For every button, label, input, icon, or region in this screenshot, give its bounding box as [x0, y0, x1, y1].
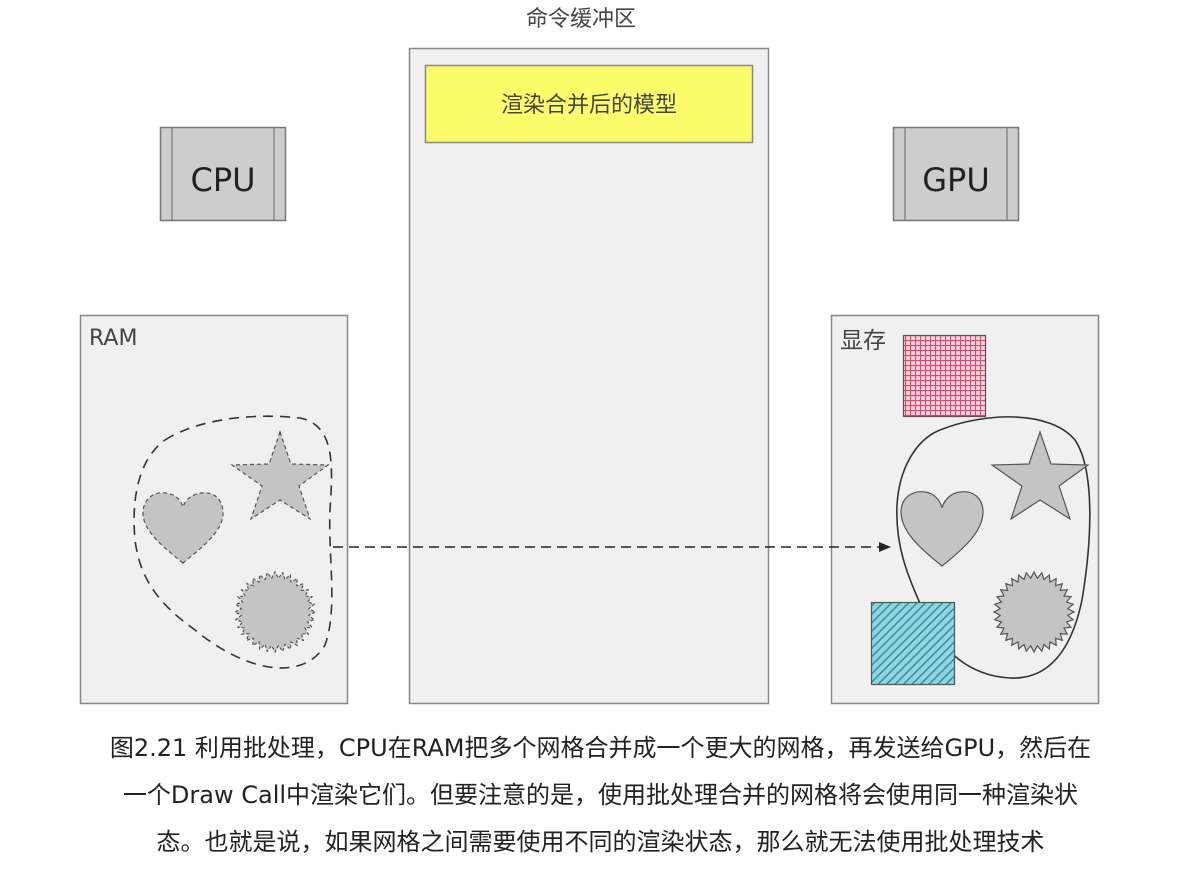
- gpu-label: GPU: [922, 161, 990, 199]
- ram-heart-icon: [142, 492, 224, 564]
- vram-heart-icon: [900, 491, 984, 567]
- batching-diagram: 命令缓冲区 渲染合并后的模型 CPU GPU RAM 显存: [79, 7, 1100, 705]
- ram-label: RAM: [89, 326, 137, 351]
- command-buffer-panel: [408, 47, 770, 705]
- teal-texture: [870, 601, 956, 686]
- cpu-label: CPU: [190, 161, 255, 199]
- batch-block-label: 渲染合并后的模型: [501, 93, 677, 118]
- caption-line-3: 态。也就是说，如果网格之间需要使用不同的渲染状态，那么就无法使用批处理技术: [156, 828, 1045, 856]
- vram-label: 显存: [840, 328, 886, 354]
- ram-star-icon: [230, 430, 330, 521]
- vram-star-icon: [990, 430, 1090, 521]
- vram-mesh-group-outline: [896, 416, 1091, 679]
- pink-texture: [902, 334, 987, 418]
- ram-mesh-group-outline: [133, 415, 333, 669]
- caption-line-2: 一个Draw Call中渲染它们。但要注意的是，使用批处理合并的网格将会使用同一…: [122, 781, 1079, 809]
- cpu-chip: CPU: [159, 126, 287, 222]
- vram-gear-icon: [992, 570, 1076, 654]
- batch-block: [424, 64, 754, 144]
- caption-line-1: 图2.21 利用批处理，CPU在RAM把多个网格合并成一个更大的网格，再发送给G…: [109, 734, 1092, 762]
- command-buffer-title: 命令缓冲区: [526, 7, 636, 32]
- gpu-chip: GPU: [892, 126, 1020, 222]
- figure-caption: 图2.21 利用批处理，CPU在RAM把多个网格合并成一个更大的网格，再发送给G…: [0, 725, 1201, 866]
- ram-gear-icon: [233, 570, 317, 654]
